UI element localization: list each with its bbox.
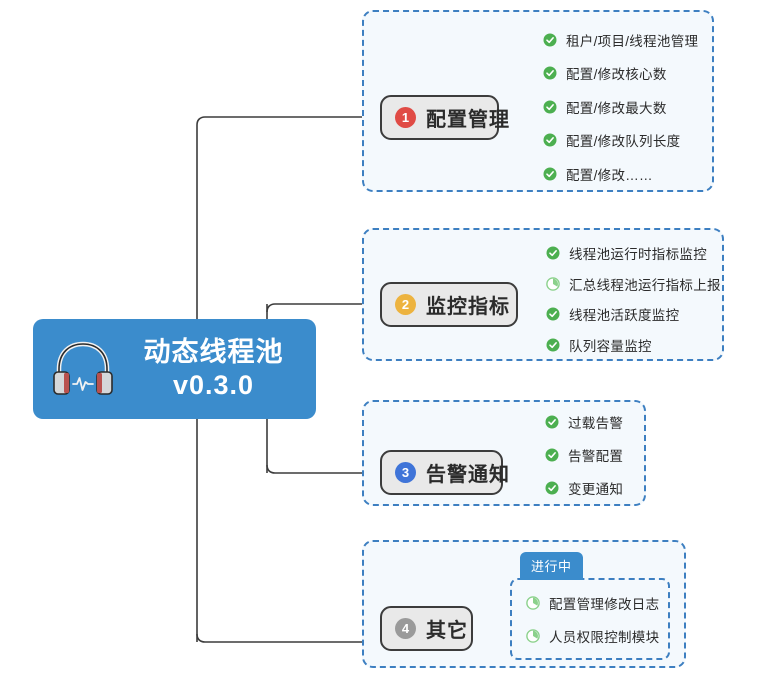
check-circle-icon [545, 448, 559, 462]
leaf-label: 配置/修改核心数 [566, 67, 667, 82]
check-circle-icon [543, 100, 557, 114]
check-circle-icon [545, 415, 559, 429]
check-circle-icon [546, 338, 560, 352]
check-circle-icon [543, 66, 557, 80]
clock-pie-icon [526, 629, 540, 643]
leaf-item[interactable]: 过载告警 [545, 412, 623, 432]
branch-node-3[interactable]: 3 告警通知 [380, 450, 509, 495]
leaf-item[interactable]: 配置/修改最大数 [543, 97, 667, 117]
central-title-line1: 动态线程池 [143, 337, 284, 368]
central-node-title: 动态线程池 v0.3.0 [119, 336, 316, 402]
clock-pie-icon [526, 596, 540, 610]
branch-node-1[interactable]: 1 配置管理 [380, 95, 509, 140]
leaf-label: 租户/项目/线程池管理 [566, 34, 699, 49]
leaf-label: 配置/修改队列长度 [566, 134, 681, 149]
branch-number-badge-4: 4 [395, 618, 416, 639]
status-badge-in-progress: 进行中 [520, 552, 583, 580]
check-circle-icon [543, 33, 557, 47]
leaf-label: 配置/修改最大数 [566, 101, 667, 116]
branch-label-1: 配置管理 [426, 109, 510, 131]
leaf-item[interactable]: 配置/修改核心数 [543, 63, 667, 83]
leaf-item[interactable]: 变更通知 [545, 478, 623, 498]
branch-4-progress-group [510, 578, 670, 660]
leaf-label: 配置管理修改日志 [549, 597, 660, 612]
leaf-item[interactable]: 汇总线程池运行指标上报 [546, 274, 721, 294]
leaf-item[interactable]: 队列容量监控 [546, 335, 652, 355]
leaf-label: 线程池运行时指标监控 [569, 247, 707, 262]
leaf-item[interactable]: 租户/项目/线程池管理 [543, 30, 698, 50]
leaf-label: 队列容量监控 [569, 339, 652, 354]
branch-label-4: 其它 [426, 620, 468, 642]
leaf-item[interactable]: 告警配置 [545, 445, 623, 465]
branch-node-2[interactable]: 2 监控指标 [380, 282, 518, 327]
check-circle-icon [543, 167, 557, 181]
leaf-label: 线程池活跃度监控 [569, 308, 680, 323]
leaf-label: 人员权限控制模块 [549, 630, 660, 645]
leaf-label: 过载告警 [568, 416, 624, 431]
branch-number-badge-3: 3 [395, 462, 416, 483]
branch-label-3: 告警通知 [426, 464, 510, 486]
leaf-label: 汇总线程池运行指标上报 [569, 278, 721, 293]
check-circle-icon [545, 481, 559, 495]
branch-number-badge-1: 1 [395, 107, 416, 128]
branch-label-2: 监控指标 [426, 296, 510, 318]
leaf-item[interactable]: 配置/修改队列长度 [543, 130, 680, 150]
branch-node-4[interactable]: 4 其它 [380, 606, 473, 651]
leaf-item[interactable]: 配置管理修改日志 [526, 593, 659, 613]
check-circle-icon [543, 133, 557, 147]
central-title-line2: v0.3.0 [172, 370, 255, 400]
leaf-item[interactable]: 配置/修改…… [543, 164, 653, 184]
leaf-item[interactable]: 线程池运行时指标监控 [546, 243, 707, 263]
check-circle-icon [546, 246, 560, 260]
leaf-label: 告警配置 [568, 449, 624, 464]
branch-number-badge-2: 2 [395, 294, 416, 315]
leaf-item[interactable]: 人员权限控制模块 [526, 626, 659, 646]
clock-pie-icon [546, 277, 560, 291]
leaf-item[interactable]: 线程池活跃度监控 [546, 304, 679, 324]
check-circle-icon [546, 307, 560, 321]
central-node[interactable]: 动态线程池 v0.3.0 [33, 319, 316, 419]
leaf-label: 配置/修改…… [566, 168, 653, 183]
headphones-waveform-icon [47, 336, 119, 402]
leaf-label: 变更通知 [568, 482, 624, 497]
